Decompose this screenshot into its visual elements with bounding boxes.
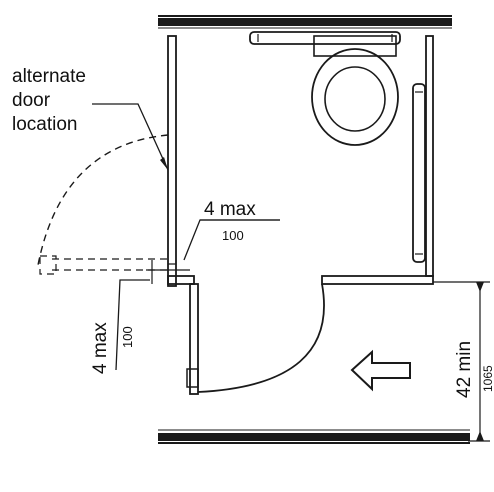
alternate-door-label-line1: alternate xyxy=(12,66,86,87)
side-max-mm-label: 100 xyxy=(222,228,244,243)
bottom-wall xyxy=(158,429,470,444)
alternate-door-label-line3: location xyxy=(12,114,78,135)
depth-min-mm-label: 1065 xyxy=(481,365,494,392)
depth-min-label: 42 min xyxy=(454,341,475,398)
right-partition xyxy=(425,35,434,277)
toilet-icon xyxy=(311,35,399,146)
alternate-door-swing xyxy=(37,134,169,275)
side-grab-bar-icon xyxy=(412,83,426,263)
alternate-door-leader xyxy=(92,103,169,171)
left-partition xyxy=(167,35,177,287)
door-swing-arc xyxy=(197,283,325,393)
front-max-label: 4 max xyxy=(90,322,111,374)
left-arrow-icon xyxy=(350,349,411,392)
top-wall xyxy=(158,15,452,29)
depth-dimension xyxy=(433,281,490,442)
side-max-label: 4 max xyxy=(204,199,256,220)
front-max-mm-label: 100 xyxy=(120,326,135,348)
front-partition xyxy=(167,275,434,395)
grab-bar-icon xyxy=(249,31,401,45)
alternate-door-label-line2: door xyxy=(12,90,51,111)
